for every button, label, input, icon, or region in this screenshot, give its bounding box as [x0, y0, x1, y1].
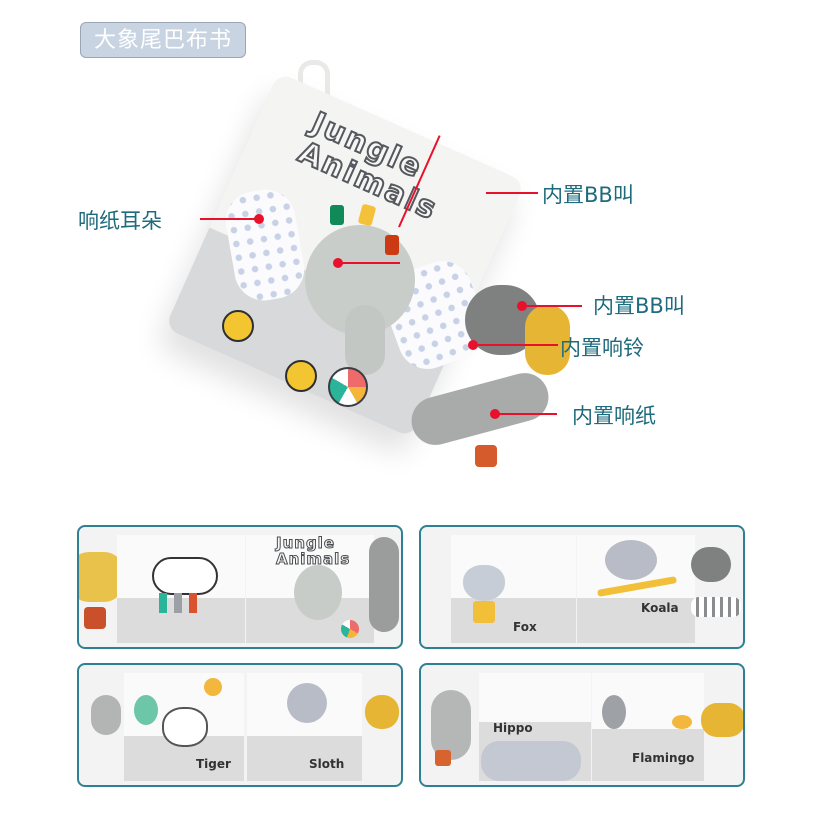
- page-ground: [592, 729, 704, 781]
- page-right: Sloth: [247, 673, 362, 781]
- grey-tail: [369, 537, 399, 632]
- elephant-trunk: [345, 305, 385, 375]
- annotation-line: [200, 218, 258, 220]
- page-left: Hippo: [479, 673, 591, 781]
- annotation-dot: [254, 214, 264, 224]
- orange-tag: [435, 750, 451, 766]
- page-ground: [247, 735, 362, 781]
- annotation-crinkle-ears: 响纸耳朵: [78, 209, 162, 233]
- orange-tag: [84, 607, 106, 629]
- fox-scarf: [473, 601, 495, 623]
- page-right: Jungle Animals: [246, 535, 374, 643]
- elephant-plush: [294, 565, 342, 620]
- page-right: Koala: [577, 535, 695, 643]
- caption-hippo: Hippo: [493, 721, 533, 735]
- annotation-squeaker-2: 内置BB叫: [593, 294, 685, 318]
- caption-koala: Koala: [641, 601, 679, 615]
- yellow-tail-flap: [79, 552, 124, 602]
- rain-ribbon: [159, 593, 167, 613]
- annotation-dot: [468, 340, 478, 350]
- page-ground: [577, 597, 695, 643]
- hippo-illustration: [481, 741, 581, 781]
- thumb-book-title: Jungle Animals: [275, 534, 351, 568]
- grey-plush: [691, 547, 731, 582]
- koala-illustration: [605, 540, 657, 580]
- annotation-dot: [490, 409, 500, 419]
- thumbnail-cover-spread: Jungle Animals: [77, 525, 403, 649]
- sloth-illustration: [287, 683, 327, 723]
- tiger-illustration: [162, 707, 208, 747]
- plush-tail-yellow: [525, 305, 570, 375]
- caption-tiger: Tiger: [196, 757, 231, 771]
- product-tag: 大象尾巴布书: [80, 22, 246, 58]
- annotation-rattle: 内置响铃: [560, 336, 644, 360]
- yellow-plush: [365, 695, 399, 729]
- elephant-foot-illustration: [222, 310, 254, 342]
- beach-ball-illustration: [328, 367, 368, 407]
- annotation-line: [495, 413, 557, 415]
- ribbon-tag-green: [330, 205, 344, 225]
- tree-illustration: [602, 695, 626, 729]
- sun-illustration: [204, 678, 222, 696]
- annotation-crinkle-paper: 内置响纸: [572, 404, 656, 428]
- flamingo-wing: [672, 715, 692, 729]
- cloud-illustration: [152, 557, 218, 595]
- elephant-foot-illustration: [285, 360, 317, 392]
- annotation-line: [486, 192, 538, 194]
- thumbnail-fox-koala: Fox Koala: [419, 525, 745, 649]
- hero-product-image: Jungle Animals: [164, 55, 580, 475]
- caption-fox: Fox: [513, 620, 537, 634]
- page-ground: [451, 597, 576, 643]
- thumbnail-hippo-flamingo: Hippo Flamingo: [419, 663, 745, 787]
- thumbnail-tiger-sloth: Tiger Sloth: [77, 663, 403, 787]
- page-left: Tiger: [124, 673, 244, 781]
- grey-plush: [91, 695, 121, 735]
- striped-leg: [691, 597, 741, 617]
- yellow-plush: [701, 703, 743, 737]
- caption-sloth: Sloth: [309, 757, 345, 771]
- annotation-line: [522, 305, 582, 307]
- fox-illustration: [463, 565, 505, 601]
- annotation-line: [473, 344, 558, 346]
- rain-ribbon: [174, 593, 182, 613]
- ball-illustration: [341, 620, 359, 638]
- ribbon-tag-red: [385, 235, 399, 255]
- annotation-squeaker-1: 内置BB叫: [542, 183, 634, 207]
- page-left: Fox: [451, 535, 576, 643]
- page-right: Flamingo: [592, 673, 704, 781]
- annotation-dot: [517, 301, 527, 311]
- orange-tag: [475, 445, 497, 467]
- tree-illustration: [134, 695, 158, 725]
- caption-flamingo: Flamingo: [632, 751, 695, 765]
- annotation-line: [338, 262, 400, 264]
- rain-ribbon: [189, 593, 197, 613]
- page-left: [117, 535, 245, 643]
- grey-plush: [431, 690, 471, 760]
- annotation-dot: [333, 258, 343, 268]
